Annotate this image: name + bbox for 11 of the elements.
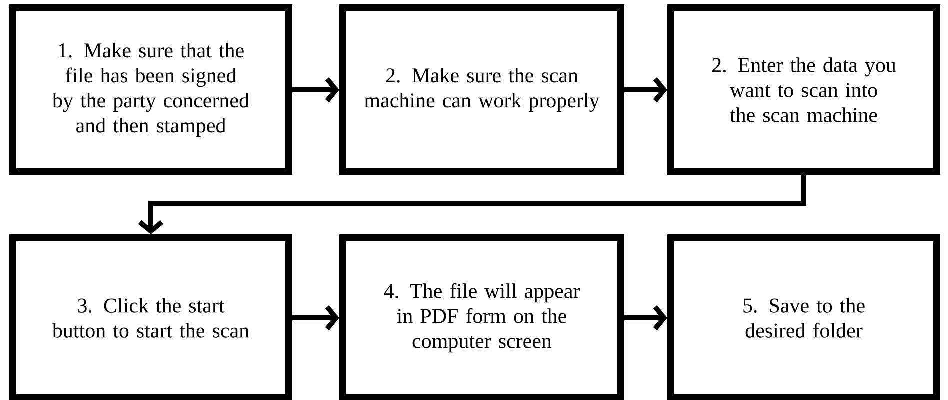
arrow <box>292 305 340 331</box>
process-box: 1. Make sure that the file has been signed by the party concerned and then stamped <box>10 4 292 176</box>
process-box: 2. Enter the data you want to scan into the scan machine <box>668 4 940 176</box>
process-box: 4. The file will appear in PDF form on the computer screen <box>340 234 624 400</box>
arrow <box>624 77 668 103</box>
process-box: 3. Click the start button to start the scan <box>10 234 292 400</box>
arrow <box>624 305 668 331</box>
arrow <box>138 176 806 234</box>
process-box: 5. Save to the desired folder <box>668 234 940 400</box>
process-box: 2. Make sure the scan machine can work properly <box>340 4 624 176</box>
arrow <box>292 77 340 103</box>
